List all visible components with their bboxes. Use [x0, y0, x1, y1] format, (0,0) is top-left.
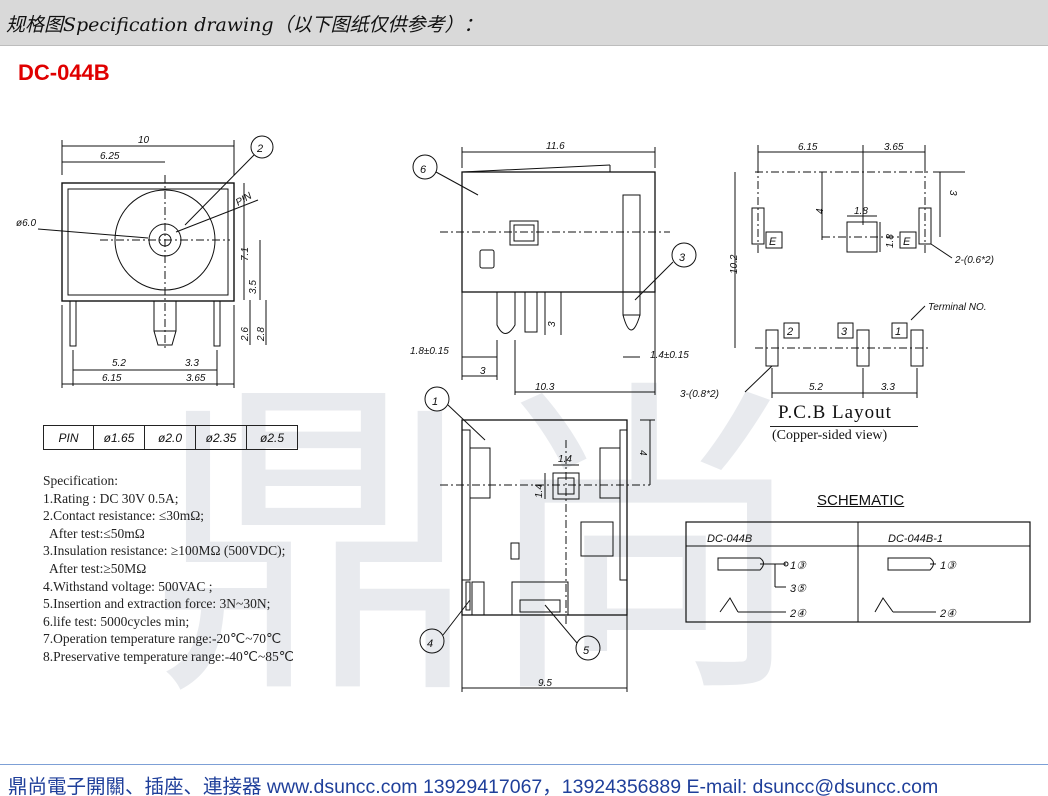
pcb-dim-6-15: 6.15 — [798, 142, 818, 153]
dim-11-6: 11.6 — [546, 141, 565, 152]
spec-line: 2.Contact resistance: ≤30mΩ; — [43, 508, 205, 524]
dim-1-8: 1.8±0.15 — [410, 346, 449, 357]
callout-2: 2 — [256, 143, 263, 155]
pcb-dim-3-65: 3.65 — [884, 142, 904, 153]
schematic-a-row-2: 3⑤ — [790, 583, 807, 595]
specification-block: Specification: 1.Rating : DC 30V 0.5A; 2.C… — [43, 472, 294, 666]
callout-4: 4 — [427, 638, 433, 650]
schematic-title: SCHEMATIC — [817, 492, 905, 509]
dim-3-65: 3.65 — [186, 373, 206, 384]
header-bar: 规格图Specification drawing（以下图纸仅供参考）： — [0, 0, 1048, 46]
callout-1: 1 — [432, 396, 438, 408]
spec-line: 1.Rating : DC 30V 0.5A; — [43, 490, 179, 506]
pin-table-cell: ø2.5 — [246, 425, 298, 450]
dim-3-3: 3.3 — [185, 358, 199, 369]
pcb-dim-1-8-side: 1.8 — [885, 234, 896, 248]
dim-2-6: 2.6 — [240, 327, 251, 342]
pcb-pad-e-left: E — [769, 236, 777, 248]
schematic-col-b: DC-044B-1 — [888, 533, 943, 545]
pcb-dim-1-8-top: 1.8 — [854, 206, 868, 217]
callout-6: 6 — [420, 164, 427, 176]
spec-line: 4.Withstand voltage: 500VAC ; — [43, 578, 213, 594]
pcb-layout — [734, 145, 965, 398]
pcb-title-underline — [770, 426, 918, 427]
pin-table-header: PIN — [43, 425, 94, 450]
pcb-dim-3: 3 — [947, 190, 958, 196]
dim-10: 10 — [138, 135, 150, 146]
pcb-layout-title: P.C.B Layout — [778, 402, 892, 423]
dim-6-15: 6.15 — [102, 373, 122, 384]
pcb-hole-note-a: 2-(0.6*2) — [954, 255, 994, 266]
spec-line: 7.Operation temperature range:-20℃~70℃ — [43, 631, 282, 647]
pcb-hole-note-b: 3-(0.8*2) — [680, 389, 719, 400]
dim-3-bottom: 3 — [480, 366, 486, 377]
spec-title: Specification: — [43, 473, 118, 488]
schematic-a-row-1: 1③ — [790, 560, 807, 572]
dim-7-1: 7.1 — [240, 247, 251, 261]
footer-bar: 鼎尚電子開關、插座、連接器 www.dsuncc.com 13929417067… — [0, 764, 1048, 796]
schematic-table — [685, 521, 1031, 623]
dim-2-8: 2.8 — [256, 327, 267, 342]
pin-table-cell: ø2.35 — [195, 425, 247, 450]
pcb-pad-3: 3 — [841, 326, 848, 338]
schematic-a-row-3: 2④ — [789, 608, 807, 620]
pin-table-cell: ø1.65 — [93, 425, 145, 450]
callout-3: 3 — [679, 252, 686, 264]
pcb-dim-4: 4 — [815, 208, 826, 214]
dim-diameter: ø6.0 — [16, 218, 36, 229]
side-view — [412, 147, 697, 395]
spec-line: After test:≤50mΩ — [43, 525, 145, 541]
header-title: 规格图Specification drawing（以下图纸仅供参考）： — [6, 14, 483, 36]
pcb-pad-1: 1 — [895, 326, 901, 338]
callout-5: 5 — [583, 645, 590, 657]
front-view — [37, 135, 274, 388]
dim-1-4-left: 1.4 — [534, 484, 545, 498]
pin-table: PIN ø1.65 ø2.0 ø2.35 ø2.5 — [43, 425, 298, 450]
model-number: DC-044B — [18, 60, 110, 85]
schematic-b-row-2: 2④ — [939, 608, 957, 620]
pcb-pad-2: 2 — [786, 326, 793, 338]
pcb-terminal-note: Terminal NO. — [928, 302, 987, 313]
dim-1-4-top: 1.4 — [558, 454, 572, 465]
schematic-col-a: DC-044B — [707, 533, 752, 545]
pcb-layout-subtitle: (Copper-sided view) — [772, 428, 888, 443]
spec-line: 3.Insulation resistance: ≥100MΩ (500VDC)… — [43, 543, 286, 559]
pcb-dim-5-2: 5.2 — [809, 382, 823, 393]
spec-line: 8.Preservative temperature range:-40℃~85… — [43, 648, 294, 664]
spec-line: 6.life test: 5000cycles min; — [43, 613, 190, 629]
dim-6-25: 6.25 — [100, 151, 120, 162]
pcb-pad-e-right: E — [903, 236, 911, 248]
footer-contact: 鼎尚電子開關、插座、連接器 www.dsuncc.com 13929417067… — [8, 776, 939, 796]
dim-9-5: 9.5 — [538, 678, 552, 689]
bottom-view — [419, 386, 655, 692]
schematic-b-row-1: 1③ — [940, 560, 957, 572]
dim-5-2: 5.2 — [112, 358, 126, 369]
spec-line: 5.Insertion and extraction force: 3N~30N… — [43, 596, 271, 612]
spec-line: After test:≥50MΩ — [43, 560, 147, 576]
dim-3-5: 3.5 — [248, 280, 259, 294]
dim-4-bottom: 4 — [637, 450, 648, 456]
dim-3-side: 3 — [547, 321, 558, 327]
dim-10-3: 10.3 — [535, 382, 555, 393]
pcb-dim-10-2: 10.2 — [729, 254, 740, 274]
pin-table-cell: ø2.0 — [144, 425, 196, 450]
dim-1-4: 1.4±0.15 — [650, 350, 689, 361]
pcb-dim-3-3: 3.3 — [881, 382, 895, 393]
